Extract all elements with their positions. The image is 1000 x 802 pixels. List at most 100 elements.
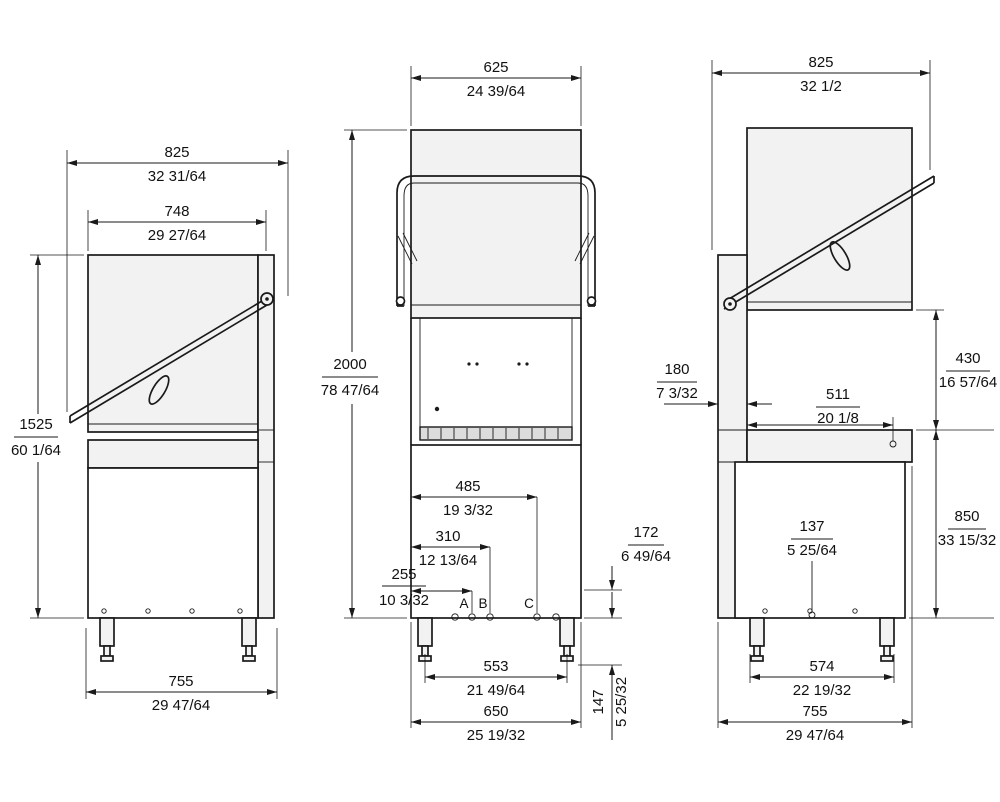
dim-front-hood-width-mm: 625 <box>483 59 508 76</box>
connection-port <box>808 611 816 619</box>
dim-right-counter-depth-in: 20 1/8 <box>817 410 859 427</box>
handle-inner-tube <box>403 182 589 306</box>
dim-right-overall-depth: 825 32 1/2 <box>711 54 931 250</box>
connection-label-a: A <box>459 596 468 611</box>
handle-bar <box>69 301 273 424</box>
connection-port-c <box>533 613 541 621</box>
handle-brace <box>579 235 595 265</box>
fastener-dot <box>189 608 195 614</box>
dim-right-column-depth-in: 7 3/32 <box>656 385 698 402</box>
dim-left-overall-depth: 825 32 31/64 <box>66 144 289 412</box>
leg-stem <box>883 645 891 657</box>
chamber-dot <box>434 406 440 412</box>
leg <box>99 617 115 647</box>
dim-right-counter-depth: 511 20 1/8 <box>747 386 894 441</box>
dim-left-base-depth-in: 29 47/64 <box>152 697 210 714</box>
spray-dot <box>475 362 479 366</box>
leg-foot <box>750 655 764 662</box>
right-handle-grip <box>829 241 851 271</box>
dim-left-hood-depth-in: 29 27/64 <box>148 227 206 244</box>
right-legs <box>749 617 895 662</box>
dim-front-total-height-mm: 2000 <box>333 356 366 373</box>
front-counter-rim <box>419 426 573 441</box>
handle-brace <box>574 232 590 262</box>
handle-mount <box>395 296 406 306</box>
dim-front-hood-width: 625 24 39/64 <box>410 59 582 126</box>
dim-front-feet-span-in: 21 49/64 <box>467 682 525 699</box>
counter-rim-hatch <box>427 428 559 439</box>
connection-port-b <box>486 613 494 621</box>
connection-port <box>552 613 560 621</box>
leg <box>879 617 895 647</box>
leg <box>417 617 433 647</box>
dim-right-conn-offset-mm: 137 <box>799 518 824 535</box>
dim-right-hood-lift-in: 16 57/64 <box>939 374 997 391</box>
right-hood-handle <box>723 175 935 311</box>
dim-front-conn-height: 172 6 49/64 <box>584 524 671 591</box>
dim-left-overall-depth-mm: 825 <box>164 144 189 161</box>
pivot-center-dot <box>265 297 269 301</box>
left-hood <box>87 254 259 433</box>
left-side-view: 825 32 31/64 748 29 27/64 1525 60 1/64 7… <box>11 144 289 714</box>
dim-left-height: 1525 60 1/64 <box>11 254 84 619</box>
front-hood <box>410 129 582 319</box>
dim-front-feet-span-mm: 553 <box>483 658 508 675</box>
dim-left-height-mm: 1525 <box>19 416 52 433</box>
left-cabinet <box>87 467 259 619</box>
handle-outer-tube <box>396 175 596 306</box>
dim-front-hood-width-in: 24 39/64 <box>467 83 525 100</box>
leg-foot <box>242 655 256 662</box>
dim-front-conn-a-offset: 255 10 3/32 <box>379 566 473 613</box>
left-hood-handle <box>69 292 274 424</box>
dim-left-height-in: 60 1/64 <box>11 442 61 459</box>
connection-label-b: B <box>478 596 487 611</box>
dim-right-base-depth: 755 29 47/64 <box>717 466 913 744</box>
dim-right-hood-lift-mm: 430 <box>955 350 980 367</box>
dim-right-counter-height-in: 33 15/32 <box>938 532 996 549</box>
connection-label-c: C <box>524 596 534 611</box>
dim-front-conn-b-offset: 310 12 13/64 <box>411 528 491 613</box>
front-hood-handle <box>395 175 597 307</box>
spray-dot <box>467 362 471 366</box>
dim-right-feet-span: 574 22 19/32 <box>749 654 895 699</box>
dim-left-overall-depth-in: 32 31/64 <box>148 168 206 185</box>
leg-foot <box>100 655 114 662</box>
front-view: 625 24 39/64 2000 78 47/64 485 19 3/32 3… <box>321 59 671 744</box>
dim-left-hood-depth: 748 29 27/64 <box>87 203 267 251</box>
right-cabinet <box>734 461 906 619</box>
leg-foot <box>880 655 894 662</box>
dim-front-conn-b-mm: 310 <box>435 528 460 545</box>
dim-front-total-height: 2000 78 47/64 <box>321 129 407 619</box>
left-counter <box>87 439 259 469</box>
dim-right-feet-span-mm: 574 <box>809 658 834 675</box>
dim-front-conn-a-mm: 255 <box>391 566 416 583</box>
fastener-dot <box>101 608 107 614</box>
leg-stem <box>753 645 761 657</box>
right-machine <box>717 127 935 662</box>
dim-right-feet-span-in: 22 19/32 <box>793 682 851 699</box>
left-handle-grip <box>148 375 170 405</box>
right-side-view: 825 32 1/2 180 7 3/32 511 20 1/8 430 16 … <box>656 54 997 744</box>
dim-right-counter-depth-mm: 511 <box>826 386 850 403</box>
dim-front-total-height-in: 78 47/64 <box>321 382 379 399</box>
dim-right-counter-height: 850 33 15/32 <box>909 430 996 619</box>
dim-right-column-depth-mm: 180 <box>664 361 689 378</box>
dim-right-overall-depth-mm: 825 <box>808 54 833 71</box>
leg <box>241 617 257 647</box>
dim-front-conn-height-mm: 172 <box>633 524 658 541</box>
dim-front-conn-c-offset: 485 19 3/32 <box>411 478 538 613</box>
front-legs <box>417 617 575 662</box>
right-counter <box>746 429 913 463</box>
dim-front-base-width-in: 25 19/32 <box>467 727 525 744</box>
dim-right-base-depth-mm: 755 <box>802 703 827 720</box>
connection-port-a <box>468 613 476 621</box>
fastener-dot <box>145 608 151 614</box>
dim-front-base-width: 650 25 19/32 <box>410 622 582 744</box>
handle-bar <box>723 182 935 310</box>
leg-stem <box>245 645 253 657</box>
handle-bar <box>69 294 273 417</box>
connection-port <box>451 613 459 621</box>
dim-right-base-depth-in: 29 47/64 <box>786 727 844 744</box>
dim-front-conn-c-in: 19 3/32 <box>443 502 493 519</box>
leg <box>559 617 575 647</box>
